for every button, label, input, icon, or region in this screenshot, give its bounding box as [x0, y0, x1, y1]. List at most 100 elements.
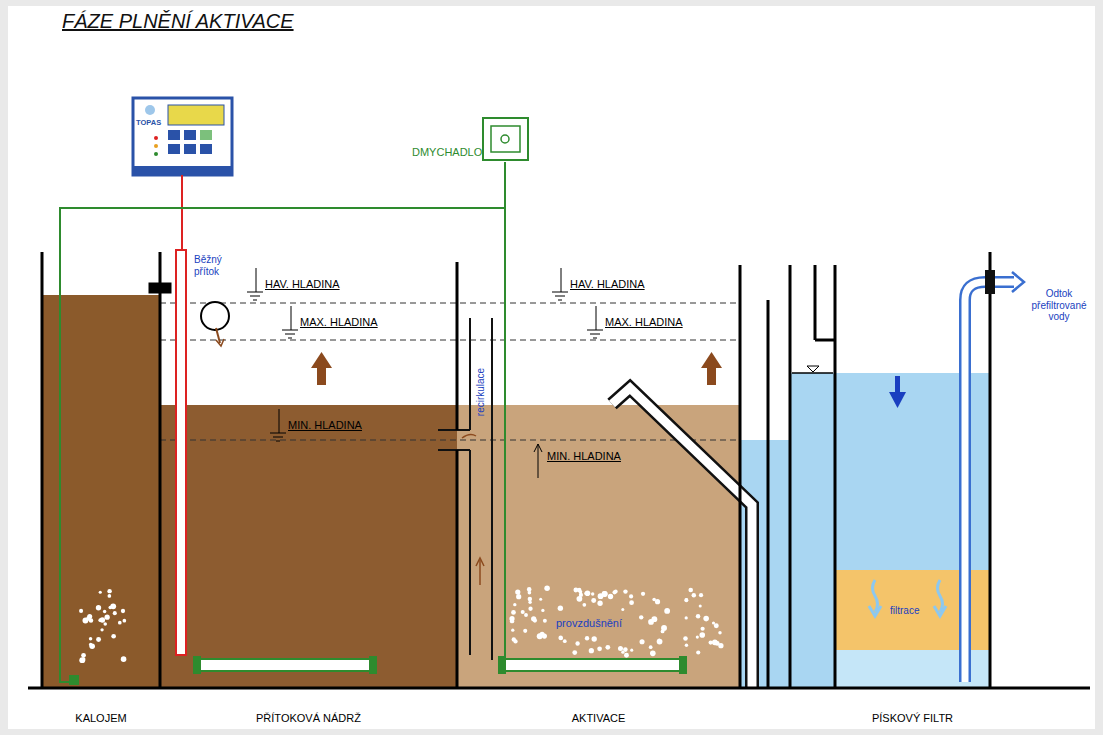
liquid-fill	[790, 373, 835, 688]
outlet-pipe	[965, 282, 1014, 682]
air-bubble	[79, 657, 85, 663]
level-sensor-tube	[176, 250, 186, 655]
sludge-tank: KALOJEM	[40, 250, 162, 728]
air-bubble	[528, 607, 532, 611]
inflow-pipe	[201, 302, 229, 346]
liquid-fill	[160, 405, 457, 688]
air-bubble	[613, 590, 617, 594]
air-bubble	[113, 611, 117, 615]
level-symbol	[282, 330, 298, 331]
air-bubble	[103, 622, 107, 626]
pipe-connector	[505, 162, 506, 262]
air-bubble	[558, 606, 562, 610]
air-bubble	[100, 628, 103, 631]
control-unit	[200, 144, 212, 154]
tank-walls	[789, 265, 792, 688]
level-symbol	[593, 338, 597, 339]
air-bubble	[577, 588, 581, 592]
air-bubble	[591, 592, 594, 595]
filtration-arrows	[869, 606, 881, 616]
tank-walls	[150, 284, 170, 292]
air-bubble	[99, 591, 102, 594]
air-bubble	[579, 593, 583, 597]
pipe-line	[504, 162, 506, 262]
tank-name: PŘÍTOKOVÁ NÁDRŽ	[256, 712, 361, 724]
air-bubble	[605, 645, 610, 650]
outlet-pipe	[965, 270, 1024, 682]
outlet-pipe	[985, 270, 995, 294]
control-unit	[184, 130, 196, 140]
flow-arrows	[317, 367, 326, 385]
level-label: MAX. HLADINA	[300, 316, 378, 329]
airlift-pipe	[612, 388, 752, 688]
pipe-line	[60, 162, 505, 250]
air-bubble	[81, 653, 86, 658]
inflow-pipe	[216, 339, 224, 346]
flow-arrows	[311, 352, 906, 408]
air-bubble	[688, 588, 693, 593]
air-bubble	[563, 639, 567, 643]
tank-name: AKTIVACE	[572, 712, 626, 724]
tank-walls	[456, 450, 459, 688]
control-unit	[133, 98, 232, 175]
level-symbol	[552, 292, 568, 293]
air-bubble	[621, 650, 624, 653]
level-symbol	[273, 437, 283, 438]
level-symbol	[285, 334, 295, 335]
outlet-label: Odtok přefiltrované vody	[1024, 288, 1094, 323]
level-symbol	[256, 268, 257, 292]
air-bubble	[572, 650, 577, 655]
level-symbol	[276, 441, 280, 442]
control-unit	[145, 105, 155, 115]
air-pipes	[504, 262, 506, 665]
air-bubble	[511, 628, 514, 631]
control-unit	[154, 144, 158, 148]
air-bubble	[718, 643, 723, 648]
air-bubble	[696, 614, 700, 618]
air-bubble	[524, 613, 528, 617]
level-symbol	[279, 409, 280, 433]
outlet-pipe	[965, 282, 1014, 682]
air-bubble	[104, 615, 109, 620]
blower-symbol	[491, 126, 520, 152]
air-bubble	[585, 636, 589, 640]
node-label: DMYCHADLO	[412, 146, 482, 158]
air-bubble	[575, 641, 579, 645]
flow-arrows	[895, 376, 900, 394]
level-label: HAV. HLADINA	[265, 278, 340, 291]
air-bubble	[624, 653, 629, 658]
air-bubble	[621, 608, 624, 611]
level-symbol	[250, 296, 260, 297]
air-bubble	[539, 598, 542, 601]
tank-walls	[834, 265, 837, 688]
inflow-pipe	[201, 302, 229, 330]
air-bubble	[511, 610, 516, 615]
blower: DMYCHADLO	[410, 118, 532, 162]
level-label: MIN. HLADINA	[288, 419, 362, 432]
air-bubble	[699, 593, 703, 597]
air-bubble	[96, 637, 101, 642]
level-symbols	[247, 268, 603, 478]
aeration-label: provzdušnění	[556, 617, 622, 630]
air-bubble	[558, 636, 562, 640]
recirculation-pipe	[438, 318, 492, 660]
pipe-connector	[60, 162, 505, 250]
air-bubble	[111, 634, 116, 639]
air-bubble	[664, 608, 670, 614]
level-lines	[160, 440, 740, 441]
air-bubble	[699, 604, 702, 607]
air-bubble	[608, 594, 613, 599]
air-bubble	[591, 598, 596, 603]
air-bubble	[655, 599, 660, 604]
air-pipes	[60, 250, 74, 682]
control-unit	[168, 105, 224, 125]
air-bubble	[639, 615, 643, 619]
air-bubble	[96, 605, 101, 610]
air-bubble	[684, 598, 688, 602]
tank-name: PÍSKOVÝ FILTR	[872, 712, 953, 724]
air-bubble	[718, 631, 721, 634]
flow-arrows	[701, 352, 722, 368]
air-bubble	[597, 646, 602, 651]
air-bubble	[641, 592, 645, 596]
